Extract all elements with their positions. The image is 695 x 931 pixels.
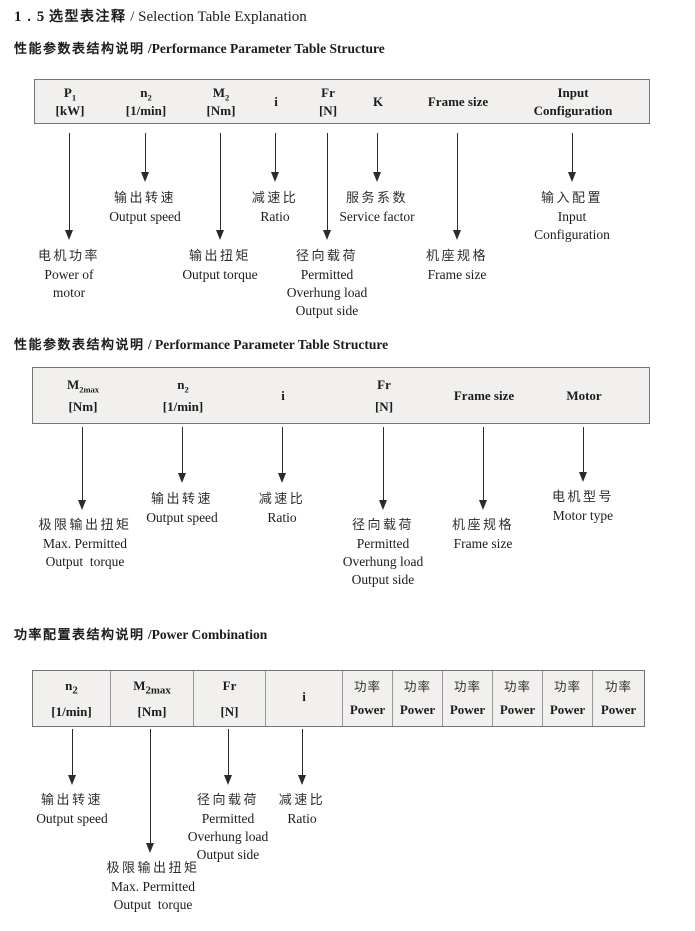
arrow-i: [297, 729, 307, 785]
arrow-n2: [67, 729, 77, 785]
section3-heading: 功率配置表结构说明 /Power Combination: [14, 624, 267, 643]
arrow-n2: [177, 427, 187, 483]
arrow-frame-size: [478, 427, 488, 510]
arrow-n2: [140, 133, 150, 182]
col-frame-size: Frame size: [453, 388, 515, 403]
section1-heading-zh: 性能参数表结构说明: [14, 42, 145, 57]
col-m2max: M2max [Nm]: [66, 376, 100, 415]
performance-table-1: P1 [kW] n2 [1/min] M2 [Nm] i Fr [N] K Fr…: [34, 79, 650, 124]
section1-heading: 性能参数表结构说明 /Performance Parameter Table S…: [14, 38, 385, 57]
arrow-i: [277, 427, 287, 483]
arrow-fr: [378, 427, 388, 510]
col-m2: M2 [Nm]: [206, 84, 236, 119]
col-k: K: [372, 94, 384, 109]
col-i: i: [281, 388, 285, 403]
section2-heading: 性能参数表结构说明 / Performance Parameter Table …: [14, 334, 388, 353]
section3-heading-zh: 功率配置表结构说明: [14, 628, 145, 643]
arrow-m2: [215, 133, 225, 240]
col-fr: Fr [N]: [318, 84, 338, 119]
col-n2: n2 [1/min]: [162, 376, 204, 415]
arrow-m2max: [145, 729, 155, 853]
col-fr: Fr [N]: [194, 671, 266, 726]
arrow-input-config: [567, 133, 577, 182]
col-m2max: M2max [Nm]: [111, 671, 194, 726]
col-p1: P1 [kW]: [55, 84, 85, 119]
arrow-k: [372, 133, 382, 182]
performance-table-2: M2max [Nm] n2 [1/min] i Fr [N] Frame siz…: [32, 367, 650, 424]
page-title: 1 . 5 选型表注释 / Selection Table Explanatio…: [14, 6, 307, 26]
col-fr: Fr [N]: [374, 376, 394, 415]
arrow-fr: [223, 729, 233, 785]
col-n2: n2 [1/min]: [33, 671, 111, 726]
arrow-fr: [322, 133, 332, 240]
section3-heading-en: /Power Combination: [147, 627, 268, 642]
page-title-en: / Selection Table Explanation: [130, 9, 307, 25]
col-frame-size: Frame size: [427, 94, 489, 109]
col-input-config: Input Configuration: [533, 84, 613, 119]
section-number: 1 . 5: [14, 9, 46, 25]
arrow-i: [270, 133, 280, 182]
page-title-zh: 选型表注释: [49, 9, 127, 25]
col-motor: Motor: [566, 388, 602, 403]
arrow-motor: [578, 427, 588, 482]
col-n2: n2 [1/min]: [125, 84, 167, 119]
section2-heading-zh: 性能参数表结构说明: [14, 338, 145, 353]
section2-heading-en: / Performance Parameter Table Structure: [147, 337, 389, 352]
col-i: i: [266, 671, 343, 726]
arrow-p1: [64, 133, 74, 240]
col-i: i: [274, 94, 278, 109]
arrow-frame-size: [452, 133, 462, 240]
arrow-m2max: [77, 427, 87, 510]
section1-heading-en: /Performance Parameter Table Structure: [147, 41, 385, 56]
